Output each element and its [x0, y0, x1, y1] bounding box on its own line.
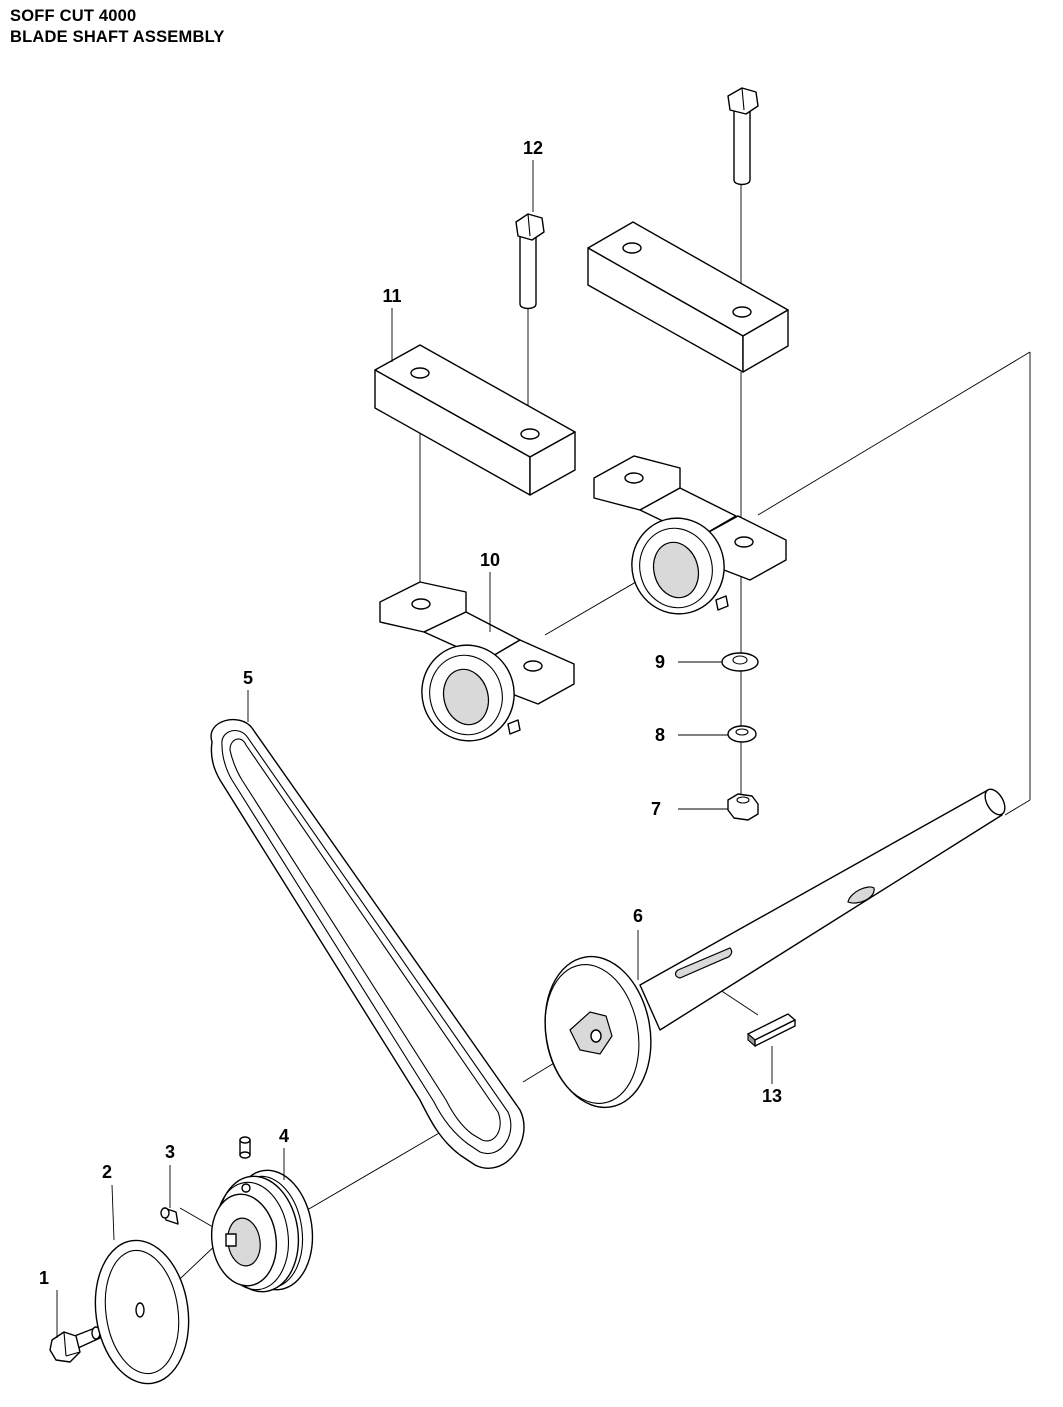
leader-lines	[56, 160, 773, 1338]
callout-12: 12	[523, 138, 543, 158]
part-10-bearing-left	[379, 581, 575, 742]
part-10-bearing-right	[593, 455, 787, 615]
callout-11: 11	[382, 286, 401, 306]
callout-8: 8	[655, 725, 665, 745]
callout-4: 4	[279, 1126, 289, 1146]
part-2-outer-flange	[94, 1239, 190, 1385]
part-12-hex-bolt-left	[515, 213, 545, 310]
part-5-v-belt	[210, 718, 525, 1169]
callout-5: 5	[243, 668, 253, 688]
callout-1: 1	[39, 1268, 49, 1288]
part-1-flange-bolt	[49, 1326, 101, 1363]
part-8-lock-washer	[727, 725, 757, 743]
part-9-flat-washer	[721, 652, 759, 672]
callout-7: 7	[651, 799, 661, 819]
part-11-spacer-block-left	[374, 344, 576, 496]
part-7-hex-nut	[727, 793, 759, 821]
callout-6: 6	[633, 906, 643, 926]
part-12-hex-bolt-right	[727, 87, 759, 186]
part-6-blade-shaft	[544, 788, 1006, 1109]
part-3-set-screw	[160, 1207, 179, 1225]
title-block: SOFF CUT 4000 BLADE SHAFT ASSEMBLY	[10, 6, 225, 48]
assembly-lines	[144, 183, 1031, 1313]
assembly-title: BLADE SHAFT ASSEMBLY	[10, 28, 225, 46]
part-4-drive-pulley	[210, 1136, 314, 1293]
callout-13: 13	[762, 1086, 782, 1106]
callout-3: 3	[165, 1142, 175, 1162]
callout-9: 9	[655, 652, 665, 672]
callout-labels: 1 2 3 4 5 6 7 8 9 10 11 12 13	[39, 138, 782, 1288]
part-13-shaft-key	[747, 1013, 796, 1048]
model-name: SOFF CUT 4000	[10, 7, 137, 25]
callout-10: 10	[480, 550, 500, 570]
part-11-spacer-block-right	[587, 221, 789, 373]
callout-2: 2	[102, 1162, 112, 1182]
